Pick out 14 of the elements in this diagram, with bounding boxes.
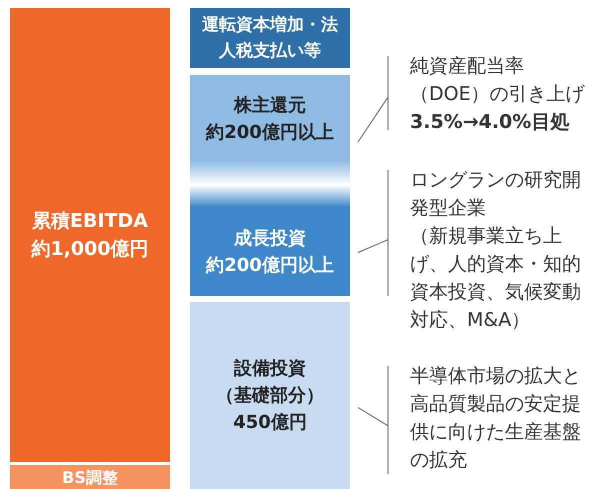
allocation-box: 株主還元 約200億円以上 <box>190 75 350 185</box>
leader-line <box>358 56 388 142</box>
allocation-box: 運転資本増加・法人税支払い等 <box>190 8 350 68</box>
note-text: 純資産配当率（DOE）の引き上げ <box>410 54 586 107</box>
note-text: ロングランの研究開発型企業 <box>410 168 582 221</box>
allocation-box: 設備投資 （基礎部分） 450億円 <box>190 302 350 489</box>
note-text: 3.5%→4.0%目処 <box>410 110 570 135</box>
leader-line <box>358 170 388 296</box>
note-text: （新規事業立ち上げ、人的資本・知的資本投資、気候変動対応、M&A） <box>410 224 582 333</box>
adjustment-bar: BS調整 <box>10 465 170 489</box>
total-bar: 累積EBITDA 約1,000億円 <box>10 8 170 462</box>
note-text: 半導体市場の拡大と高品質製品の安定提供に向けた生産基盤の拡充 <box>410 364 582 473</box>
leader-line <box>358 366 388 474</box>
allocation-box: 成長投資 約200億円以上 <box>190 185 350 296</box>
